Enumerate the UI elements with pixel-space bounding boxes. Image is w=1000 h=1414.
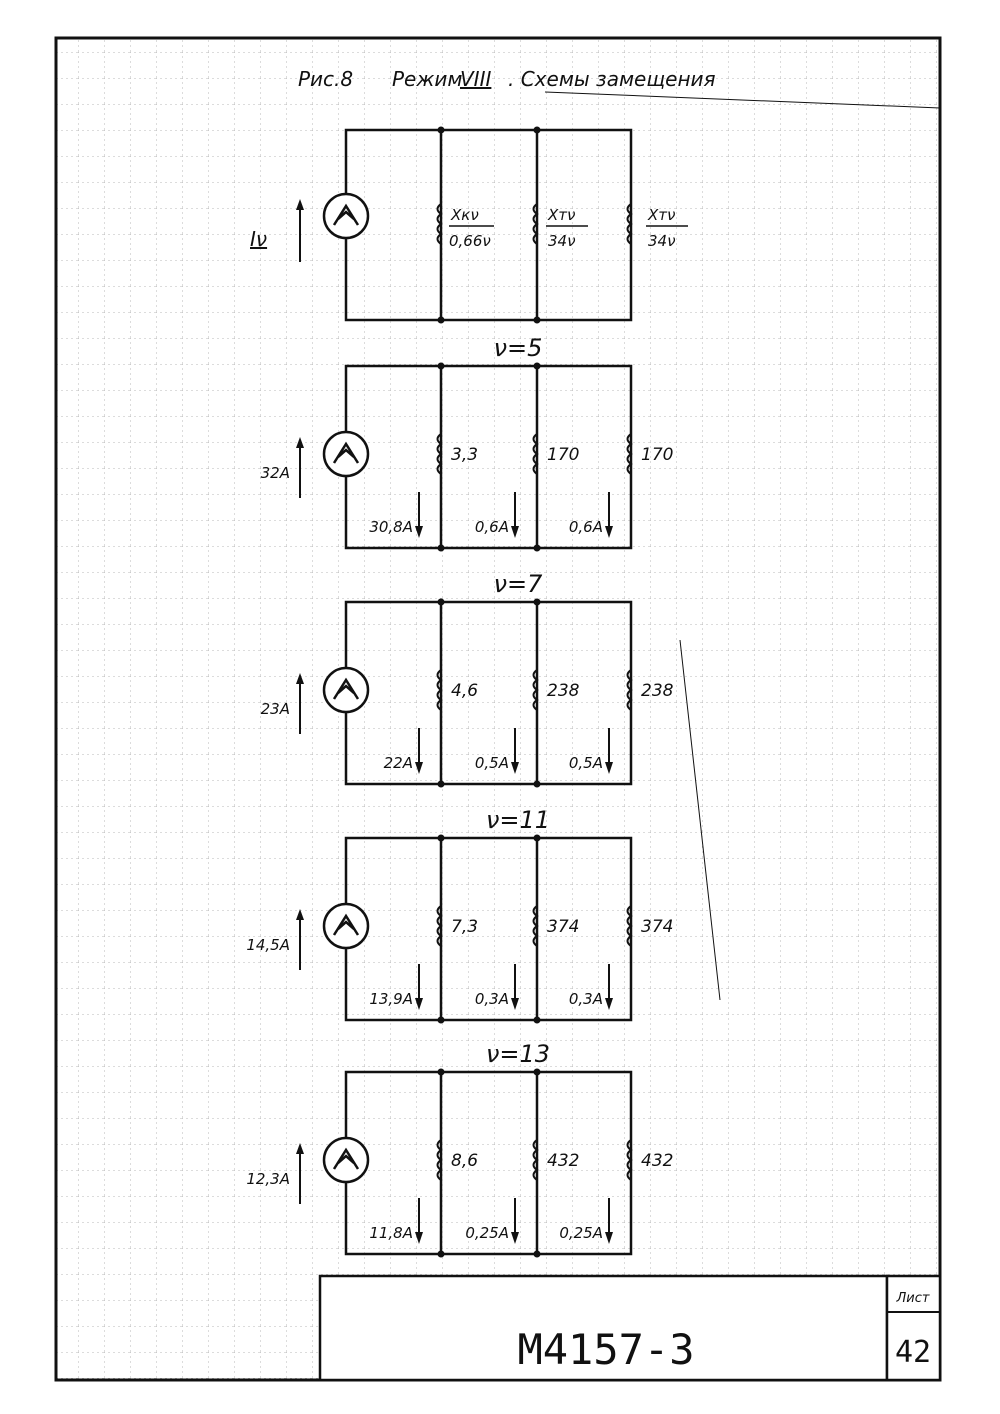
branch-current-arrow: [511, 762, 519, 774]
reactance-numerator: Xтν: [547, 206, 575, 224]
branch-current-arrow: [511, 526, 519, 538]
branch-current: 0,6А: [569, 518, 603, 536]
current-source-symbol: [322, 902, 370, 950]
branch-reactance: 432: [547, 1151, 579, 1171]
source-current-arrow: [296, 909, 304, 920]
branch-current-arrow: [605, 998, 613, 1010]
harmonic-circuit: ν=7 23А 4,6 22А 238 0,5А 238 0,5А: [261, 570, 674, 788]
harmonic-circuit: ν=13 12,3А 8,6 11,8А 432 0,25А 432 0,25А: [246, 1040, 673, 1258]
branch-current: 0,5А: [569, 754, 603, 772]
branch-current-arrow: [605, 762, 613, 774]
branch-current-arrow: [415, 998, 423, 1010]
branch-current: 0,25А: [559, 1224, 603, 1242]
source-current-arrow: [296, 199, 304, 210]
source-current: 12,3А: [246, 1170, 290, 1188]
branch-current: 22А: [384, 754, 413, 772]
reactance-denominator: 34ν: [648, 232, 675, 250]
branch-reactance: 432: [641, 1151, 673, 1171]
inductor-symbol: [626, 669, 633, 711]
source-current: 32А: [261, 464, 290, 482]
inductor-symbol: [626, 1139, 633, 1181]
reactance-denominator: 0,66ν: [449, 232, 491, 250]
inductor-symbol: [436, 203, 443, 245]
figure-title: Рис.8 Режим VIII . Схемы замещения: [298, 67, 716, 91]
harmonic-circuit: ν=5 32А 3,3 30,8А 170 0,6А 170 0,6А: [261, 334, 673, 552]
branch-current-arrow: [605, 526, 613, 538]
general-equivalent-circuit: Iν Xкν 0,66ν Xтν 34ν Xтν 34ν: [250, 126, 688, 324]
branch-current: 11,8А: [369, 1224, 413, 1242]
branch-current: 0,3А: [475, 990, 509, 1008]
branch-reactance: 3,3: [451, 445, 478, 465]
inductor-symbol: [532, 1139, 539, 1181]
document-code: М4157-3: [517, 1325, 694, 1374]
harmonic-order-label: ν=13: [486, 1040, 550, 1068]
harmonic-order-label: ν=5: [494, 334, 543, 362]
frame: [54, 36, 942, 1382]
branch-reactance: 374: [641, 917, 673, 937]
branch-reactance: 8,6: [451, 1151, 478, 1171]
source-current-label: Iν: [250, 227, 267, 251]
inductor-symbol: [532, 433, 539, 475]
inductor-symbol: [436, 905, 443, 947]
current-source-symbol: [322, 1136, 370, 1184]
inductor-symbol: [626, 905, 633, 947]
source-current-arrow: [296, 437, 304, 448]
branch-reactance: 374: [547, 917, 579, 937]
branch-current: 13,9А: [369, 990, 413, 1008]
inductor-symbol: [436, 433, 443, 475]
source-current: 23А: [261, 700, 290, 718]
source-current-arrow: [296, 1143, 304, 1154]
inductor-symbol: [436, 1139, 443, 1181]
harmonic-order-label: ν=11: [486, 806, 550, 834]
mode-number: VIII: [460, 67, 491, 91]
branch-reactance-fraction: Xтν 34ν: [646, 206, 688, 250]
mode-word: Режим: [392, 67, 462, 91]
branch-current: 30,8А: [369, 518, 413, 536]
branch-reactance: 7,3: [451, 917, 478, 937]
branch-reactance-fraction: Xкν 0,66ν: [449, 206, 494, 250]
branch-current: 0,25А: [465, 1224, 509, 1242]
inductor-symbol: [532, 905, 539, 947]
reactance-numerator: Xкν: [450, 206, 479, 224]
branch-current-arrow: [511, 1232, 519, 1244]
reactance-denominator: 34ν: [548, 232, 575, 250]
sheet-label: Лист: [896, 1291, 930, 1306]
figure-number: Рис.8: [298, 67, 353, 91]
branch-current: 0,5А: [475, 754, 509, 772]
branch-current-arrow: [415, 1232, 423, 1244]
branch-reactance: 170: [547, 445, 579, 465]
branch-current-arrow: [605, 1232, 613, 1244]
inductor-symbol: [532, 669, 539, 711]
inductor-symbol: [532, 203, 539, 245]
reactance-numerator: Xтν: [647, 206, 675, 224]
branch-current: 0,3А: [569, 990, 603, 1008]
current-source-symbol: [322, 666, 370, 714]
sheet-number: 42: [895, 1335, 931, 1370]
branch-current-arrow: [415, 762, 423, 774]
inductor-symbol: [626, 203, 633, 245]
inductor-symbol: [436, 669, 443, 711]
branch-reactance: 238: [547, 681, 580, 701]
branch-reactance-fraction: Xтν 34ν: [546, 206, 588, 250]
harmonic-order-label: ν=7: [494, 570, 544, 598]
harmonic-circuits: ν=5 32А 3,3 30,8А 170 0,6А 170 0,6А ν=7 23А 4,6 22А…: [246, 334, 674, 1258]
branch-reactance: 238: [641, 681, 674, 701]
current-source-symbol: [322, 430, 370, 478]
inductor-symbol: [626, 433, 633, 475]
source-current-arrow: [296, 673, 304, 684]
title-suffix: . Схемы замещения: [508, 67, 716, 91]
source-current: 14,5А: [246, 936, 290, 954]
branch-current-arrow: [415, 526, 423, 538]
harmonic-circuit: ν=11 14,5А 7,3 13,9А 374 0,3А 374 0,3А: [246, 806, 673, 1024]
current-source-symbol: [322, 192, 370, 240]
branch-reactance: 170: [641, 445, 673, 465]
branch-current-arrow: [511, 998, 519, 1010]
branch-reactance: 4,6: [451, 681, 478, 701]
branch-current: 0,6А: [475, 518, 509, 536]
title-block: М4157-3 Лист 42: [318, 1274, 942, 1382]
